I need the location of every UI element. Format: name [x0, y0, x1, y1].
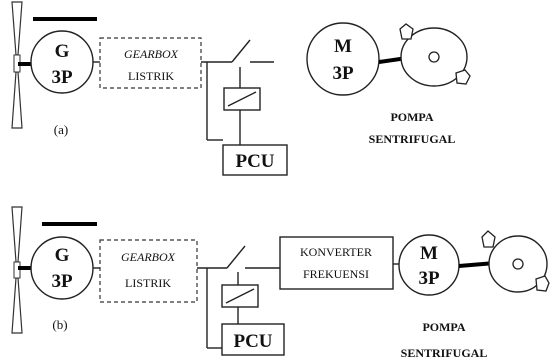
turbine-blades-icon: [11, 206, 23, 334]
diagram-a: G 3P GEARBOX LISTRIK PCU M 3P PO: [11, 1, 471, 176]
pcu-label: PCU: [233, 331, 272, 352]
motor-circle: [306, 22, 380, 96]
pump-label-top: POMPA: [390, 110, 433, 124]
relay-coil-diagonal: [225, 288, 255, 304]
converter-label-bottom: FREKUENSI: [303, 267, 369, 281]
motor-label-bottom: 3P: [332, 63, 354, 84]
frequency-converter-box: [279, 236, 394, 290]
diagram-b: G 3P GEARBOX LISTRIK PCU KONVERTER FREKU…: [11, 206, 550, 360]
diagram-a-tag: (a): [54, 122, 68, 137]
motor-label-bottom: 3P: [418, 268, 440, 289]
gearbox-label-top: GEARBOX: [121, 250, 176, 264]
generator-label-bottom: 3P: [51, 271, 73, 292]
contactor-switch: [226, 245, 246, 269]
pump-label-bottom: SENTRIFUGAL: [401, 346, 488, 360]
generator-label-bottom: 3P: [51, 67, 73, 88]
converter-label-top: KONVERTER: [300, 245, 372, 259]
generator-label-top: G: [55, 245, 70, 266]
gearbox-label-bottom: LISTRIK: [125, 276, 171, 290]
pcu-box: [221, 323, 285, 356]
pcu-label: PCU: [235, 151, 274, 172]
generator-label-top: G: [55, 41, 70, 62]
motor-label-top: M: [334, 36, 352, 57]
pump-label-top: POMPA: [422, 320, 465, 334]
centrifugal-pump-icon: [399, 23, 471, 87]
relay-coil-diagonal: [227, 91, 257, 107]
gearbox-box: [99, 239, 198, 303]
gearbox-box: [99, 37, 202, 89]
centrifugal-pump-icon: [481, 230, 550, 293]
gearbox-label-bottom: LISTRIK: [128, 69, 174, 83]
motor-label-top: M: [420, 243, 438, 264]
pump-label-bottom: SENTRIFUGAL: [369, 132, 456, 146]
diagram-b-tag: (b): [52, 317, 67, 332]
turbine-blades-icon: [11, 1, 23, 129]
contactor-switch: [231, 39, 251, 63]
gearbox-label-top: GEARBOX: [124, 47, 179, 61]
pcu-box: [222, 144, 288, 176]
